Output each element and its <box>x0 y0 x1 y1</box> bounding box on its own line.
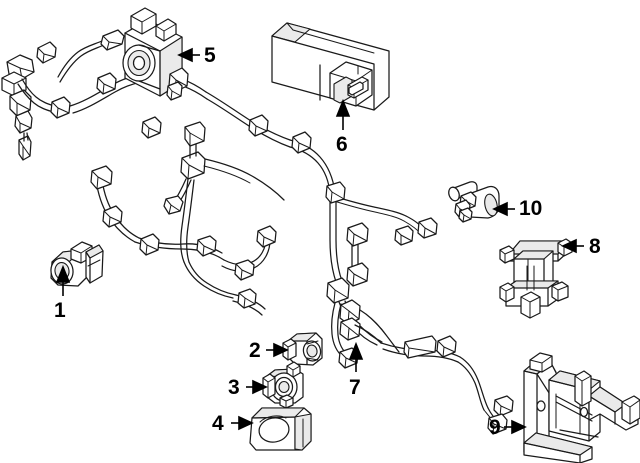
part-5-camera-sensor-module <box>122 7 189 101</box>
part-6-parking-aid-control-module <box>271 22 390 111</box>
part-9-camera-mounting-bracket-large <box>523 352 640 463</box>
callout-arrows <box>55 47 584 435</box>
part-3-parking-sensor-ring <box>262 361 304 409</box>
callout-number-4: 4 <box>212 412 224 435</box>
callout-number-3: 3 <box>228 376 240 399</box>
part-8-sensor-mounting-bracket-small <box>499 238 573 319</box>
callout-number-8: 8 <box>589 235 601 258</box>
callout-number-10: 10 <box>519 197 543 220</box>
callout-number-5: 5 <box>204 44 216 67</box>
part-10-inline-connector-module <box>448 181 500 223</box>
callout-number-7: 7 <box>349 376 361 399</box>
callout-number-9: 9 <box>489 416 501 439</box>
callout-number-1: 1 <box>54 299 66 322</box>
callout-number-6: 6 <box>336 133 348 156</box>
callout-number-2: 2 <box>249 339 261 362</box>
part-2-parking-sensor-small <box>282 332 323 366</box>
wire-harness-assembly <box>1 29 514 435</box>
part-4-sensor-bezel-retainer <box>249 407 312 451</box>
